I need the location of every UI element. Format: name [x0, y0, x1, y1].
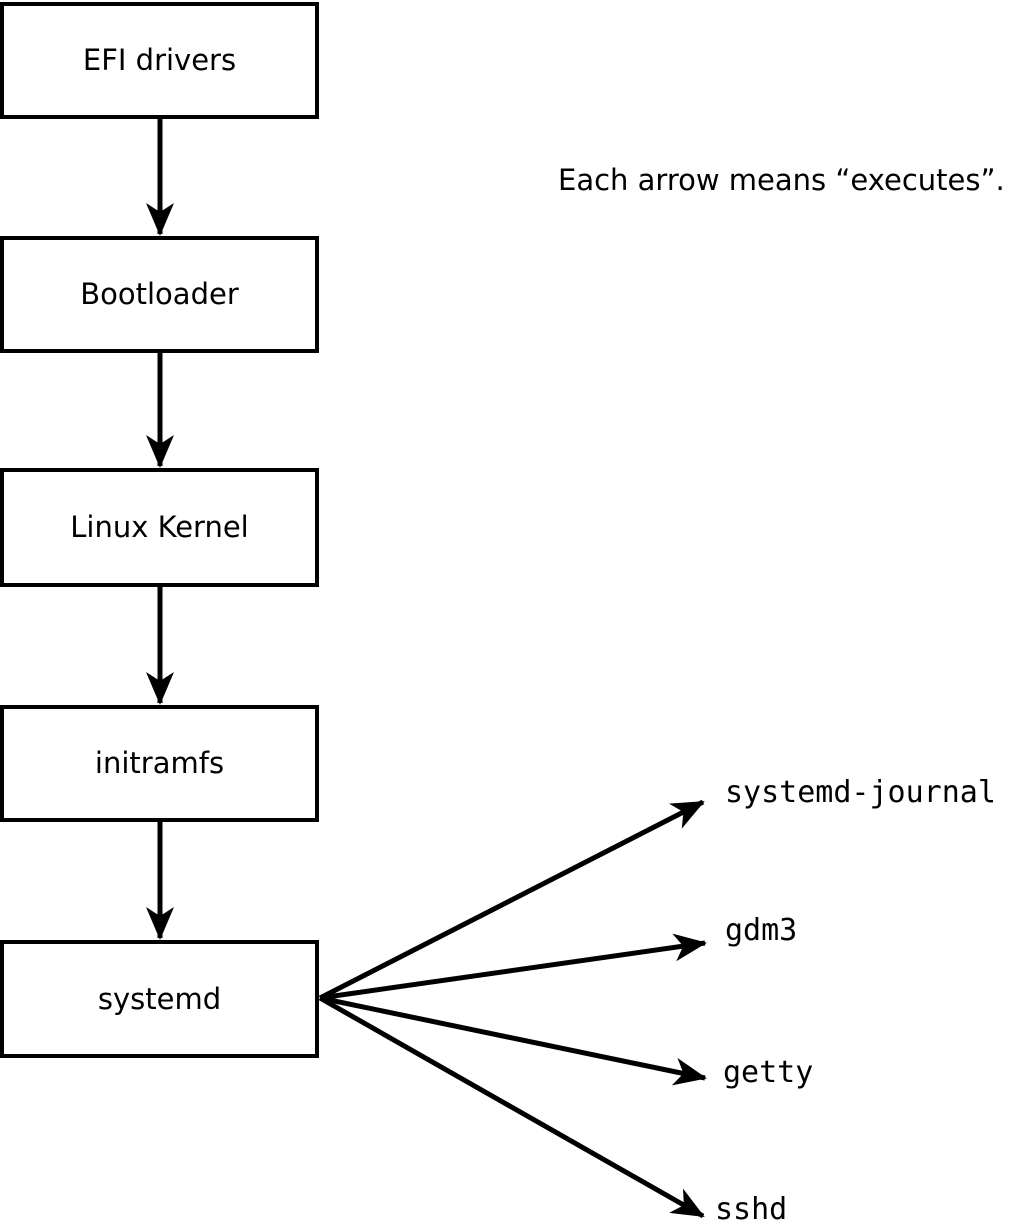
label-systemd-journal: systemd-journal	[725, 775, 996, 810]
label-getty: getty	[723, 1055, 814, 1090]
caption: Each arrow means “executes”.	[558, 163, 1005, 197]
node-efi-drivers: EFI drivers	[0, 2, 319, 119]
label-gdm3: gdm3	[725, 913, 798, 948]
node-bootloader: Bootloader	[0, 236, 319, 353]
node-efi-drivers-label: EFI drivers	[82, 43, 237, 77]
node-initramfs: initramfs	[0, 705, 319, 822]
arrow-systemd-to-getty	[319, 995, 707, 1086]
node-bootloader-label: Bootloader	[80, 277, 239, 311]
arrow-systemd-to-gdm3	[319, 933, 707, 1001]
node-systemd: systemd	[0, 940, 319, 1058]
arrow-systemd-to-sshd	[318, 995, 705, 1219]
node-linux-kernel-label: Linux Kernel	[70, 510, 249, 544]
node-systemd-label: systemd	[97, 981, 222, 1016]
node-initramfs-label: initramfs	[94, 746, 225, 780]
label-sshd: sshd	[715, 1192, 788, 1227]
arrow-systemd-to-systemd-journal	[318, 799, 705, 1001]
node-linux-kernel: Linux Kernel	[0, 468, 319, 587]
